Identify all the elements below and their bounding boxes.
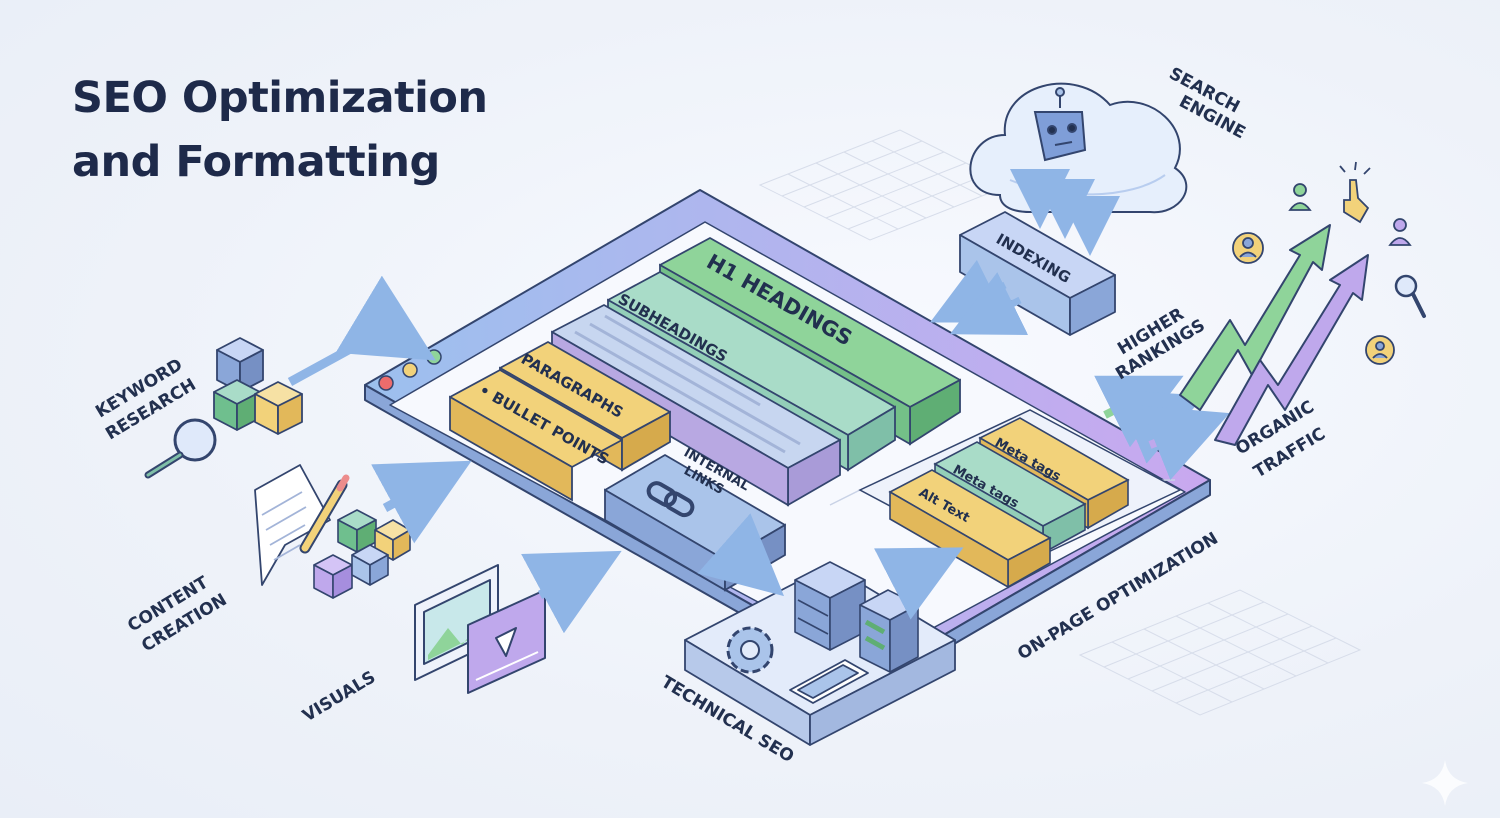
title-line-2: and Formatting xyxy=(72,137,440,187)
user-icon-1 xyxy=(1232,232,1264,264)
growth-arrow-purple xyxy=(1214,254,1369,446)
server-tower-icon xyxy=(859,589,919,673)
arrow-indexing-out-1 xyxy=(929,259,1009,323)
smartphone-icon xyxy=(789,659,869,704)
content-creation-cubes xyxy=(313,509,411,599)
sparkle-icon xyxy=(1422,760,1468,806)
document-icon xyxy=(254,464,331,586)
title-line-1: SEO Optimization xyxy=(72,73,488,123)
arrow-content-to-page xyxy=(371,460,472,544)
arrow-indexing-out-2 xyxy=(949,272,1029,335)
window-dot-yellow xyxy=(402,362,418,378)
user-icon-3 xyxy=(1388,218,1412,246)
grid-bottom xyxy=(1078,589,1362,716)
arrow-technical-to-onpage xyxy=(874,547,964,620)
window-dot-red xyxy=(378,375,394,391)
user-icon-2 xyxy=(1288,183,1312,211)
arrow-rankings-1 xyxy=(1094,375,1184,448)
growth-arrow-green xyxy=(1179,224,1331,411)
arrow-rankings-3 xyxy=(1140,405,1230,480)
gear-icon xyxy=(726,626,774,674)
robot-icon xyxy=(1033,87,1087,162)
keyword-research-cubes xyxy=(213,337,303,435)
arrow-keyword-to-page xyxy=(287,275,436,386)
user-icon-4 xyxy=(1365,335,1395,365)
search-icon xyxy=(1394,274,1426,318)
arrow-visuals-to-page xyxy=(521,550,622,634)
magnifier-icon xyxy=(144,418,217,479)
link-chain-icon xyxy=(646,481,695,518)
pencil-icon xyxy=(299,474,350,554)
on-page-panel: Meta tags Meta tags Alt Text xyxy=(858,409,1182,589)
block-bullet-points: • BULLET POINTS xyxy=(449,369,623,502)
visuals-label: VISUALS xyxy=(299,667,379,726)
window-dot-green xyxy=(426,349,442,365)
server-icon xyxy=(794,561,866,651)
arrow-rankings-2 xyxy=(1115,389,1205,464)
pointer-hand-icon xyxy=(1339,161,1371,224)
arrow-page-to-technical xyxy=(697,513,785,597)
grid-top xyxy=(758,129,1012,241)
image-icon xyxy=(414,564,499,681)
page-title: SEO Optimization and Formatting xyxy=(72,66,488,194)
